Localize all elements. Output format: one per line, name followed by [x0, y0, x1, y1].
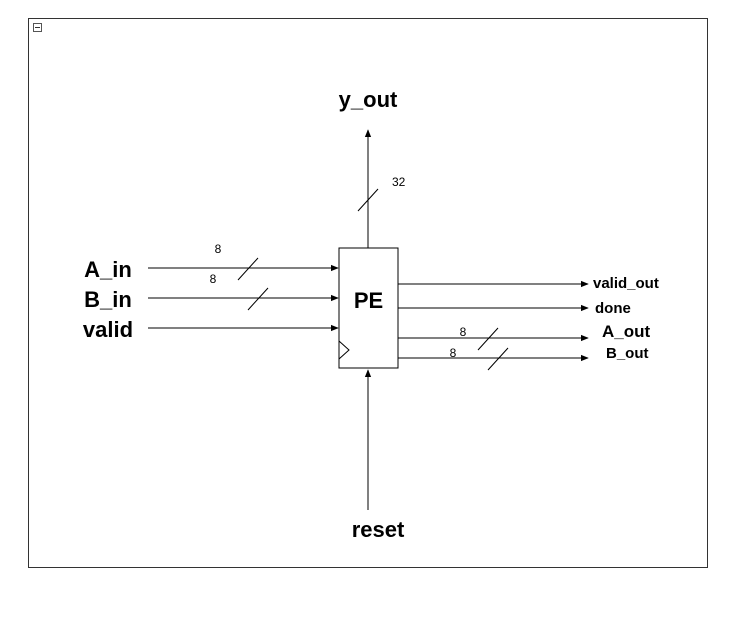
- input-valid: valid: [83, 317, 339, 342]
- a-out-width-label: 8: [460, 325, 467, 339]
- y-out-bus-slash: [357, 188, 379, 212]
- b-in-bus-slash: [247, 287, 269, 311]
- a-in-label: A_in: [84, 257, 132, 282]
- a-in-width-label: 8: [215, 242, 222, 256]
- output-a-out: 8 A_out: [398, 322, 651, 351]
- output-valid-out: valid_out: [398, 275, 659, 292]
- b-out-width-label: 8: [450, 346, 457, 360]
- output-b-out: 8 B_out: [398, 345, 649, 371]
- diagram-frame: [28, 18, 708, 568]
- valid-label: valid: [83, 317, 133, 342]
- pe-block: PE: [338, 247, 399, 369]
- y-out-label: y_out: [339, 87, 398, 112]
- output-done: done: [398, 300, 631, 317]
- b-in-label: B_in: [84, 287, 132, 312]
- clock-input-icon: [338, 340, 350, 360]
- pe-block-box: [338, 247, 399, 369]
- input-b-in: B_in 8: [84, 272, 339, 312]
- b-out-bus-slash: [487, 347, 509, 371]
- reset-signal: reset: [352, 369, 405, 542]
- reset-label: reset: [352, 517, 405, 542]
- y-out-width-label: 32: [392, 175, 406, 189]
- b-out-label: B_out: [606, 345, 649, 362]
- a-out-label: A_out: [602, 322, 651, 341]
- a-out-bus-slash: [477, 327, 499, 351]
- b-in-width-label: 8: [210, 272, 217, 286]
- valid-out-label: valid_out: [593, 275, 659, 292]
- y-out-signal: 32 y_out: [339, 87, 406, 248]
- collapse-icon[interactable]: [33, 23, 42, 32]
- a-in-bus-slash: [237, 257, 259, 281]
- done-label: done: [595, 300, 631, 317]
- input-a-in: A_in 8: [84, 242, 339, 282]
- pe-block-label: PE: [354, 288, 383, 313]
